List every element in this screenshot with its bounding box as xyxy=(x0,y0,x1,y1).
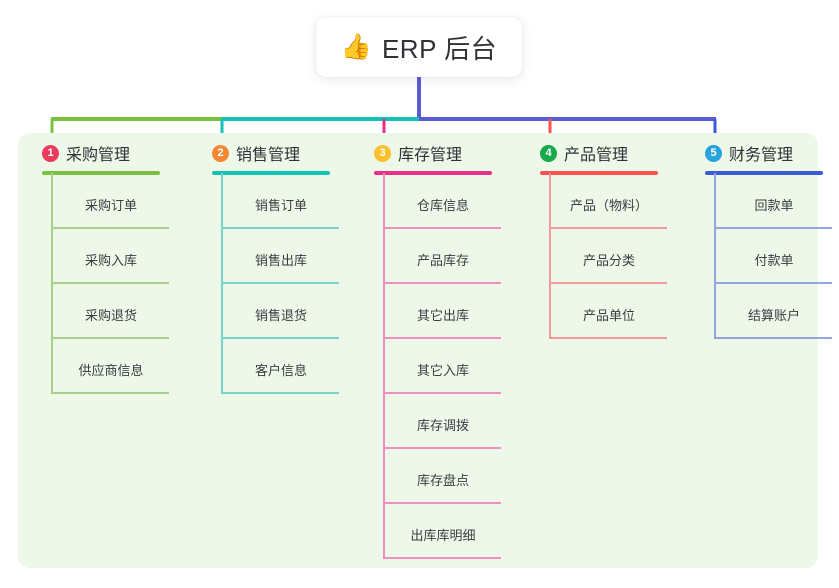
branch-title: 采购管理 xyxy=(66,147,131,164)
branch-item[interactable]: 产品（物料） xyxy=(549,189,669,229)
branch-item-underline xyxy=(383,227,501,229)
branch-rail xyxy=(714,173,716,339)
branch-item-label: 回款单 xyxy=(754,198,794,213)
root-node-title: ERP 后台 xyxy=(381,33,498,64)
branch-item[interactable]: 销售出库 xyxy=(221,244,341,284)
branch-item[interactable]: 出库库明细 xyxy=(383,519,503,559)
branch-item[interactable]: 采购入库 xyxy=(51,244,171,284)
branch-number-badge: 1 xyxy=(42,144,59,162)
branch-item-label: 采购入库 xyxy=(84,253,137,268)
branch-item-label: 结算账户 xyxy=(747,308,800,323)
branch-item-label: 销售出库 xyxy=(254,253,307,268)
branch-item[interactable]: 客户信息 xyxy=(221,354,341,394)
branch-header-1[interactable]: 1 采购管理 xyxy=(42,141,130,165)
branch-item-underline xyxy=(221,282,339,284)
branch-item-label: 产品库存 xyxy=(416,253,469,268)
branch-title: 库存管理 xyxy=(398,147,463,164)
branch-item-underline xyxy=(383,337,501,339)
branch-header-underline xyxy=(374,171,492,175)
branch-header-3[interactable]: 3 库存管理 xyxy=(374,141,462,165)
root-node-content: 👍 ERP 后台 xyxy=(341,29,497,66)
branch-item-label: 产品（物料） xyxy=(569,198,648,213)
branch-item-label: 供应商信息 xyxy=(78,363,144,378)
branch-item[interactable]: 采购退货 xyxy=(51,299,171,339)
branch-item-label: 出库库明细 xyxy=(410,528,476,543)
branch-item-label: 库存调拨 xyxy=(416,418,469,433)
branch-header-underline xyxy=(705,171,823,175)
branches-panel: 1 采购管理采购订单采购入库采购退货供应商信息 2 销售管理销售订单销售出库销售退货客… xyxy=(18,133,832,568)
branch-item[interactable]: 库存盘点 xyxy=(383,464,503,504)
branch-item-label: 客户信息 xyxy=(254,363,307,378)
branch-header-4[interactable]: 4 产品管理 xyxy=(540,141,628,165)
branch-item-label: 付款单 xyxy=(754,253,794,268)
branch-item-underline xyxy=(714,227,832,229)
branch-item-underline xyxy=(221,392,339,394)
branch-item-label: 产品单位 xyxy=(582,308,635,323)
branch-rail xyxy=(383,173,385,559)
branch-header-5[interactable]: 5 财务管理 xyxy=(705,141,793,165)
branch-item-underline xyxy=(549,337,667,339)
branch-header-underline xyxy=(42,171,160,175)
branch-title: 产品管理 xyxy=(564,147,629,164)
branch-header-underline xyxy=(540,171,658,175)
branch-item[interactable]: 产品库存 xyxy=(383,244,503,284)
branch-item[interactable]: 结算账户 xyxy=(714,299,834,339)
branch-item-label: 产品分类 xyxy=(582,253,635,268)
branch-item[interactable]: 销售订单 xyxy=(221,189,341,229)
branch-item[interactable]: 供应商信息 xyxy=(51,354,171,394)
branch-item[interactable]: 其它出库 xyxy=(383,299,503,339)
branch-item[interactable]: 库存调拨 xyxy=(383,409,503,449)
branch-item-label: 库存盘点 xyxy=(416,473,469,488)
branch-number-badge: 5 xyxy=(705,144,722,162)
branch-item[interactable]: 付款单 xyxy=(714,244,834,284)
branch-title: 销售管理 xyxy=(236,147,301,164)
branch-item-underline xyxy=(714,337,832,339)
branch-item[interactable]: 产品分类 xyxy=(549,244,669,284)
branch-rail xyxy=(549,173,551,339)
branch-item-underline xyxy=(51,282,169,284)
branch-number-badge: 4 xyxy=(540,144,557,162)
branch-item-label: 销售订单 xyxy=(254,198,307,213)
branch-title: 财务管理 xyxy=(729,147,794,164)
branch-header-underline xyxy=(212,171,330,175)
branch-item-label: 其它入库 xyxy=(416,363,469,378)
branch-item-underline xyxy=(383,392,501,394)
branch-item-underline xyxy=(714,282,832,284)
branch-header-2[interactable]: 2 销售管理 xyxy=(212,141,300,165)
thumbs-up-icon: 👍 xyxy=(340,32,372,61)
branch-item[interactable]: 销售退货 xyxy=(221,299,341,339)
branch-item[interactable]: 回款单 xyxy=(714,189,834,229)
branch-item[interactable]: 产品单位 xyxy=(549,299,669,339)
branch-item-label: 采购退货 xyxy=(84,308,137,323)
branch-item-underline xyxy=(383,557,501,559)
branch-item-underline xyxy=(383,502,501,504)
branch-item-underline xyxy=(51,227,169,229)
branch-item-underline xyxy=(221,337,339,339)
branch-item-label: 采购订单 xyxy=(84,198,137,213)
branch-item-underline xyxy=(383,282,501,284)
branch-item[interactable]: 采购订单 xyxy=(51,189,171,229)
branch-number-badge: 2 xyxy=(212,144,229,162)
branch-number-badge: 3 xyxy=(374,144,391,162)
branch-item-underline xyxy=(549,227,667,229)
branch-item[interactable]: 仓库信息 xyxy=(383,189,503,229)
branch-item-underline xyxy=(549,282,667,284)
branch-item-underline xyxy=(51,337,169,339)
branch-item-underline xyxy=(51,392,169,394)
branch-item[interactable]: 其它入库 xyxy=(383,354,503,394)
branch-item-underline xyxy=(383,447,501,449)
branch-item-underline xyxy=(221,227,339,229)
branch-item-label: 销售退货 xyxy=(254,308,307,323)
branch-item-label: 仓库信息 xyxy=(416,198,469,213)
root-node[interactable]: 👍 ERP 后台 xyxy=(316,17,522,77)
branch-item-label: 其它出库 xyxy=(416,308,469,323)
